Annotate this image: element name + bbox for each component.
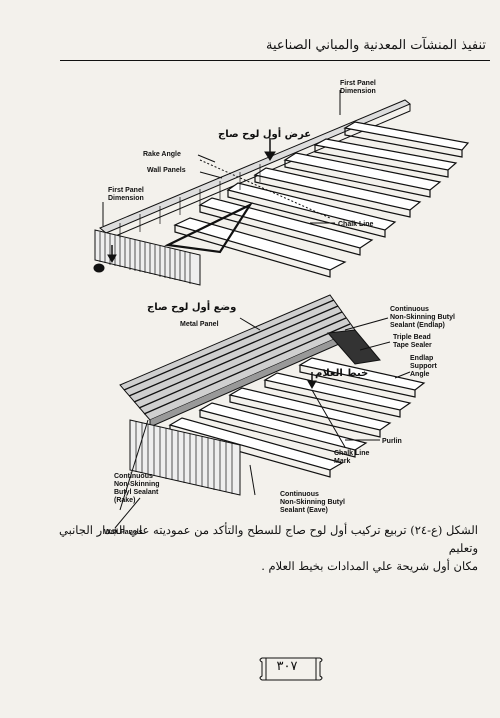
sealant-rake-3: Butyl Sealant: [114, 489, 159, 496]
first-panel-dim-right-2: Dimension: [340, 88, 376, 95]
rake-angle-label: Rake Angle: [143, 151, 181, 158]
sealant-rake-2: Non-Skinning: [114, 481, 160, 488]
purlin-label: Purlin: [382, 438, 402, 445]
chalk-line-mark-2: Mark: [334, 458, 350, 465]
caption-line-1: الشكل (ع-٢٤) تربيع تركيب أول لوح صاج للس…: [59, 523, 478, 555]
running-header: تنفيذ المنشآت المعدنية والمباني الصناعية: [60, 38, 490, 61]
figure-top-drawing: [93, 90, 470, 286]
sealant-endlap-1: Continuous: [390, 306, 429, 313]
wall-panels-label-top: Wall Panels: [147, 167, 186, 174]
first-panel-dim-left-1: First Panel: [108, 187, 144, 194]
page-number: ٣٠٧: [257, 656, 317, 678]
sealant-eave-2: Non-Skinning Butyl: [280, 499, 345, 506]
figure-bottom-drawing: [114, 294, 426, 529]
header-title: تنفيذ المنشآت المعدنية والمباني الصناعية: [266, 38, 486, 53]
page-number-text: ٣٠٧: [276, 659, 298, 674]
header-rule: [60, 60, 490, 61]
sealant-eave-3: Sealant (Eave): [280, 507, 328, 514]
endlap-support-1: Endlap: [410, 355, 433, 362]
figure-caption: الشكل (ع-٢٤) تربيع تركيب أول لوح صاج للس…: [58, 521, 478, 575]
chalk-line-label: Chalk Line: [338, 221, 374, 228]
first-panel-dim-right-1: First Panel: [340, 80, 376, 87]
endlap-support-3: Angle: [410, 371, 430, 378]
sealant-endlap-3: Sealant (Endlap): [390, 322, 445, 329]
metal-panel-label: Metal Panel: [180, 321, 219, 328]
sealant-rake-1: Continuous: [114, 473, 153, 480]
triple-bead-1: Triple Bead: [393, 334, 431, 341]
triple-bead-2: Tape Sealer: [393, 342, 432, 349]
sealant-rake-4: (Rake): [114, 497, 135, 504]
wall-panels-label-bottom: Wall Panels: [104, 529, 143, 536]
caption-line-2: مكان أول شريحة علي المدادات بخيط العلام …: [261, 559, 478, 573]
arabic-label-first-panel-width: عرض أول لوح صاج: [218, 127, 311, 140]
sealant-eave-1: Continuous: [280, 491, 319, 498]
chalk-line-mark-1: Chalk Line: [334, 450, 370, 457]
arabic-label-chalk-line: خيط العلام: [315, 368, 368, 379]
first-panel-dim-left-2: Dimension: [108, 195, 144, 202]
page-number-scroll: [259, 657, 323, 681]
arabic-label-place-panel: وضع أول لوح صاج: [147, 300, 236, 313]
endlap-support-2: Support: [410, 363, 437, 370]
sealant-endlap-2: Non-Skinning Butyl: [390, 314, 455, 321]
